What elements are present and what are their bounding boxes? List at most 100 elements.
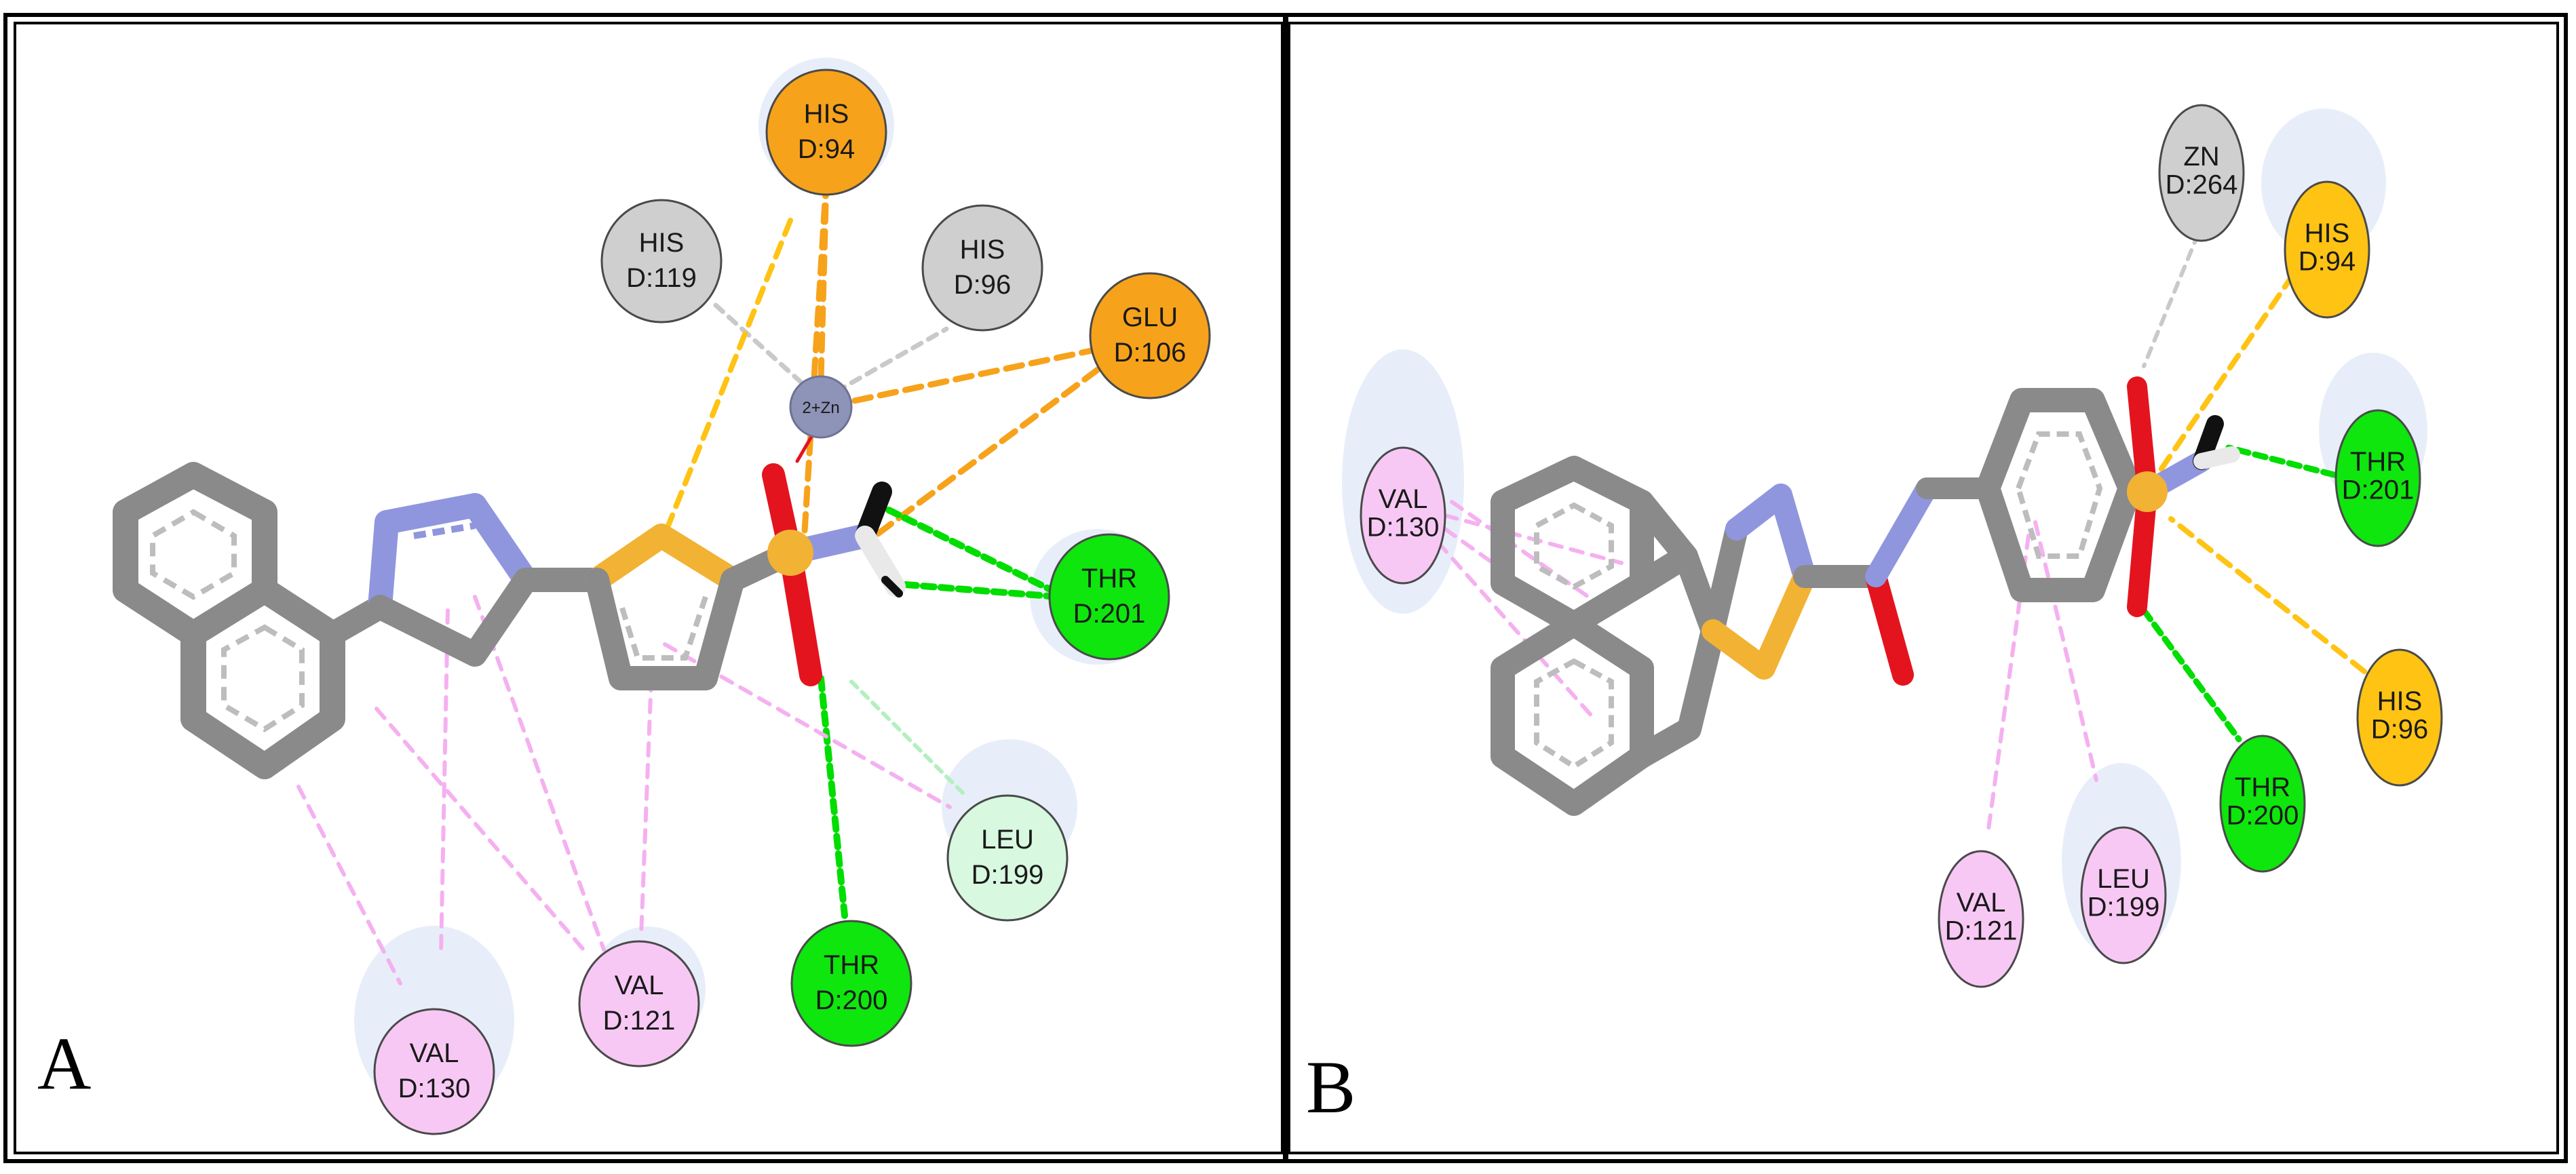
residue-number: D:201 — [1073, 599, 1146, 629]
residue-disc — [1089, 272, 1211, 399]
residue-name: THR — [1081, 564, 1137, 593]
residue-glu106: GLU D:106 — [1089, 272, 1211, 399]
panel-b: ZND:264HISD:94THRD:201HISD:96THRD:200LEU… — [1306, 104, 2443, 1129]
residue-disc — [790, 920, 912, 1047]
residue-leu199: LEU D:199 — [946, 794, 1069, 922]
residue-disc — [921, 204, 1043, 332]
pi-sulfur-line — [659, 218, 793, 545]
residue-number: D:96 — [2371, 714, 2429, 744]
residue-name: HIS — [960, 235, 1005, 265]
residue-number: D:200 — [2227, 800, 2299, 830]
residue-name: HIS — [2305, 218, 2350, 248]
residue-name: VAL — [1957, 888, 2006, 918]
residue-number: D:199 — [972, 860, 1044, 890]
residue-number: D:121 — [603, 1006, 676, 1036]
metal-line — [2142, 232, 2200, 368]
residue-number: D:96 — [954, 270, 1012, 300]
alkyl-line — [439, 608, 450, 955]
carbon-h-bond-line — [849, 680, 965, 796]
residue-val121: VAL D:121 — [578, 940, 700, 1068]
residue-number: D:121 — [1945, 916, 2018, 945]
h-bond-line — [885, 507, 1062, 597]
residue-thr201: THR D:201 — [1048, 533, 1170, 661]
residue-disc — [2356, 648, 2443, 787]
h-bond-line — [2140, 607, 2242, 743]
residue-name: LEU — [2097, 864, 2150, 894]
residue-his119: HIS D:119 — [600, 199, 723, 324]
naphthalene-a — [113, 462, 392, 779]
residue-name: HIS — [2377, 686, 2423, 716]
pi-sulfur-line — [2155, 272, 2296, 477]
panel-a: 2+Zn HISD:94HISD:119HISD:96GLUD:106THRD:… — [37, 58, 1211, 1135]
residue-name: HIS — [804, 99, 849, 129]
alkyl-line — [473, 595, 606, 952]
residue-disc — [2158, 104, 2245, 242]
residue-disc — [2219, 735, 2306, 873]
pi-sulfur-line — [2168, 516, 2367, 674]
residue-number: D:200 — [815, 985, 888, 1015]
alkyl-line — [374, 707, 585, 952]
residue-zn264: ZND:264 — [2158, 104, 2245, 242]
thiazole-b — [1702, 484, 1887, 680]
residue-name: VAL — [410, 1038, 459, 1068]
residue-name: GLU — [1122, 302, 1178, 332]
residue-disc — [765, 69, 887, 196]
h-bond-line — [902, 581, 1062, 600]
residue-disc — [373, 1008, 495, 1135]
panel-b-frame — [1288, 22, 2559, 1154]
residue-name: HIS — [639, 228, 685, 258]
sulfonamide-a — [762, 463, 906, 686]
alkyl-line — [296, 785, 402, 985]
residue-number: D:264 — [2166, 170, 2238, 199]
residue-thr200: THR D:200 — [790, 920, 912, 1047]
residue-disc — [600, 199, 723, 324]
residue-disc — [2334, 409, 2421, 547]
alkyl-line — [1436, 541, 1596, 721]
residue-number: D:130 — [398, 1074, 471, 1103]
panel-a-frame — [14, 22, 1284, 1154]
residue-name: THR — [824, 950, 879, 980]
residue-number: D:106 — [1114, 338, 1187, 368]
metal-acceptor-line — [838, 346, 1101, 407]
residue-name: VAL — [1379, 484, 1428, 514]
residue-disc — [578, 940, 700, 1068]
residue-name: THR — [2350, 447, 2406, 477]
alkyl-line — [1443, 513, 1623, 565]
residue-his94: HIS D:94 — [765, 69, 887, 196]
alkyl-line — [639, 676, 653, 938]
residue-disc — [1048, 533, 1170, 661]
sulfonamide-b — [2127, 376, 2240, 617]
metal-acceptor-line — [872, 366, 1101, 539]
residue-name: LEU — [981, 825, 1034, 855]
residue-number: D:94 — [2299, 246, 2356, 276]
zinc-ion-a: 2+Zn — [789, 375, 853, 439]
residue-number: D:119 — [626, 263, 697, 293]
panel-letter-a: A — [37, 1022, 91, 1105]
residue-disc — [2080, 826, 2167, 964]
interactions-a — [296, 176, 1101, 985]
residue-disc — [946, 794, 1069, 922]
metal-line — [713, 302, 824, 403]
residues-a: HISD:94HISD:119HISD:96GLUD:106THRD:201LE… — [373, 69, 1211, 1135]
residue-val130: VAL D:130 — [373, 1008, 495, 1135]
residue-name: THR — [2235, 772, 2290, 802]
residue-name: VAL — [615, 971, 664, 1000]
residue-number: D:94 — [798, 134, 856, 164]
residue-number: D:199 — [2088, 892, 2160, 922]
residue-number: D:201 — [2342, 475, 2415, 505]
metal-acceptor-line — [801, 176, 830, 546]
h-bond-line — [818, 675, 848, 919]
residues-b: ZND:264HISD:94THRD:201HISD:96THRD:200LEU… — [1360, 104, 2443, 988]
h-bond-line — [2225, 444, 2337, 478]
alkyl-line — [1450, 500, 1610, 612]
alkyl-line — [2033, 520, 2098, 782]
panel-letter-b: B — [1306, 1046, 1356, 1129]
